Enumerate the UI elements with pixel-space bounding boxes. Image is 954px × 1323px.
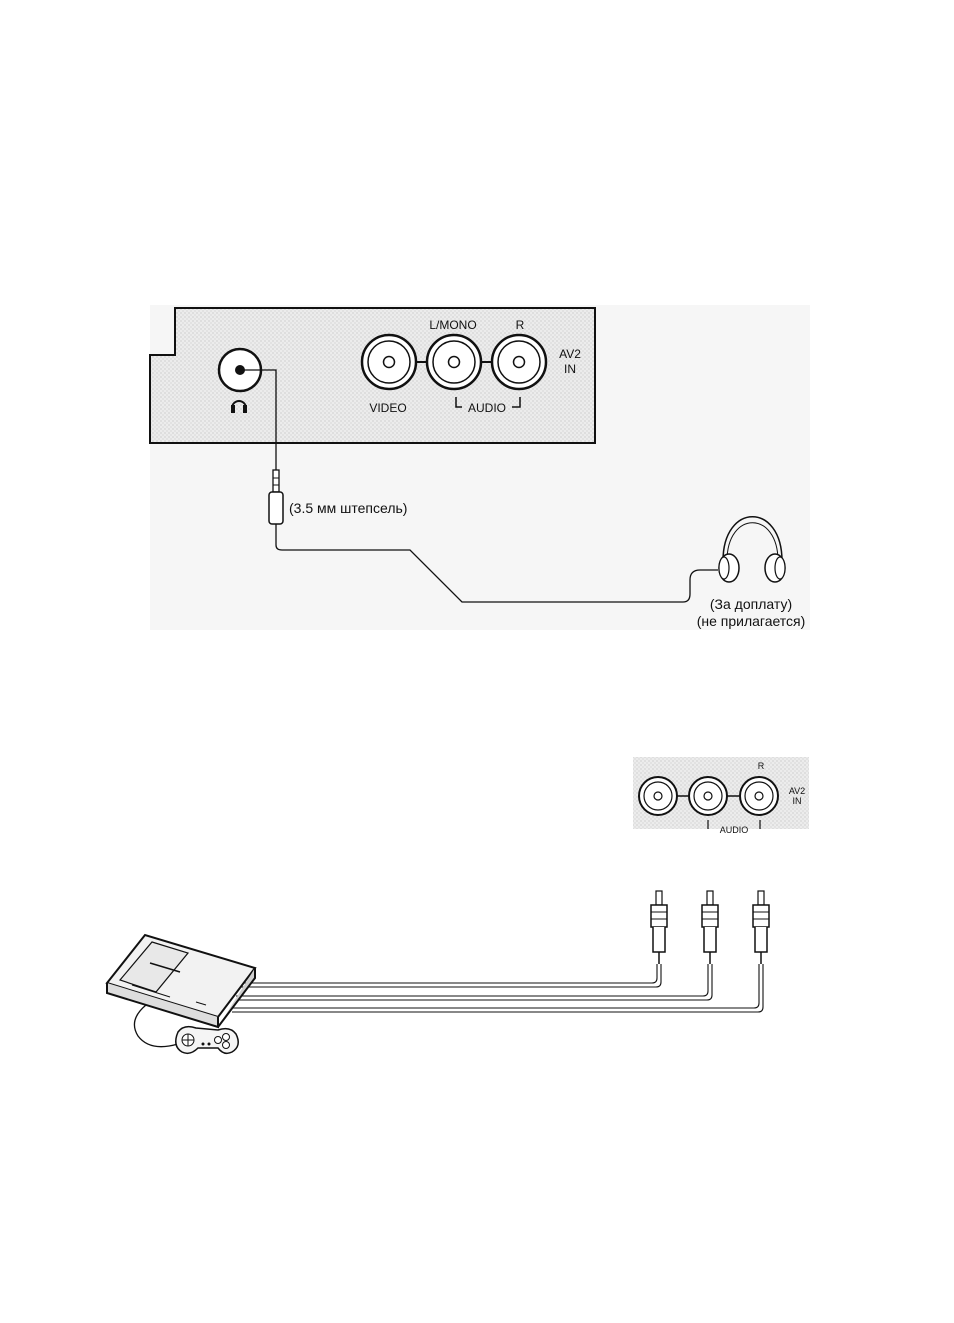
label-video: VIDEO bbox=[369, 401, 406, 415]
audio-left-jack bbox=[427, 335, 481, 389]
headphones-caption-not-included: (не прилагается) bbox=[697, 613, 806, 629]
audio-right-jack-small bbox=[740, 777, 778, 815]
audio-right-jack bbox=[492, 335, 546, 389]
label-lmono: L/MONO bbox=[429, 318, 476, 332]
av-cables bbox=[232, 964, 763, 1012]
label-r: R bbox=[516, 318, 525, 332]
label-in: IN bbox=[564, 362, 576, 376]
video-jack bbox=[362, 335, 416, 389]
video-jack-small bbox=[639, 777, 677, 815]
headphones-caption-optional: (За доплату) bbox=[710, 596, 792, 612]
figure-headphones-connection: L/MONO R AV2 IN VIDEO AUDIO (3.5 мм штеп… bbox=[150, 305, 810, 630]
label-av2: AV2 bbox=[559, 347, 581, 361]
rca-plug-icon bbox=[753, 891, 769, 964]
label-r-small: R bbox=[758, 761, 765, 771]
gamepad-icon bbox=[176, 1027, 239, 1054]
plug-caption: (3.5 мм штепсель) bbox=[289, 500, 407, 516]
label-in-small: IN bbox=[793, 796, 802, 806]
figure-game-console-connection: R AV2 IN AUDIO bbox=[107, 757, 809, 1053]
rca-plug-icon bbox=[651, 891, 667, 964]
label-av2-small: AV2 bbox=[789, 786, 805, 796]
label-audio: AUDIO bbox=[468, 401, 506, 415]
audio-left-jack-small bbox=[689, 777, 727, 815]
rca-plug-icon bbox=[702, 891, 718, 964]
label-audio-small: AUDIO bbox=[720, 825, 749, 835]
game-console-icon bbox=[107, 935, 255, 1027]
